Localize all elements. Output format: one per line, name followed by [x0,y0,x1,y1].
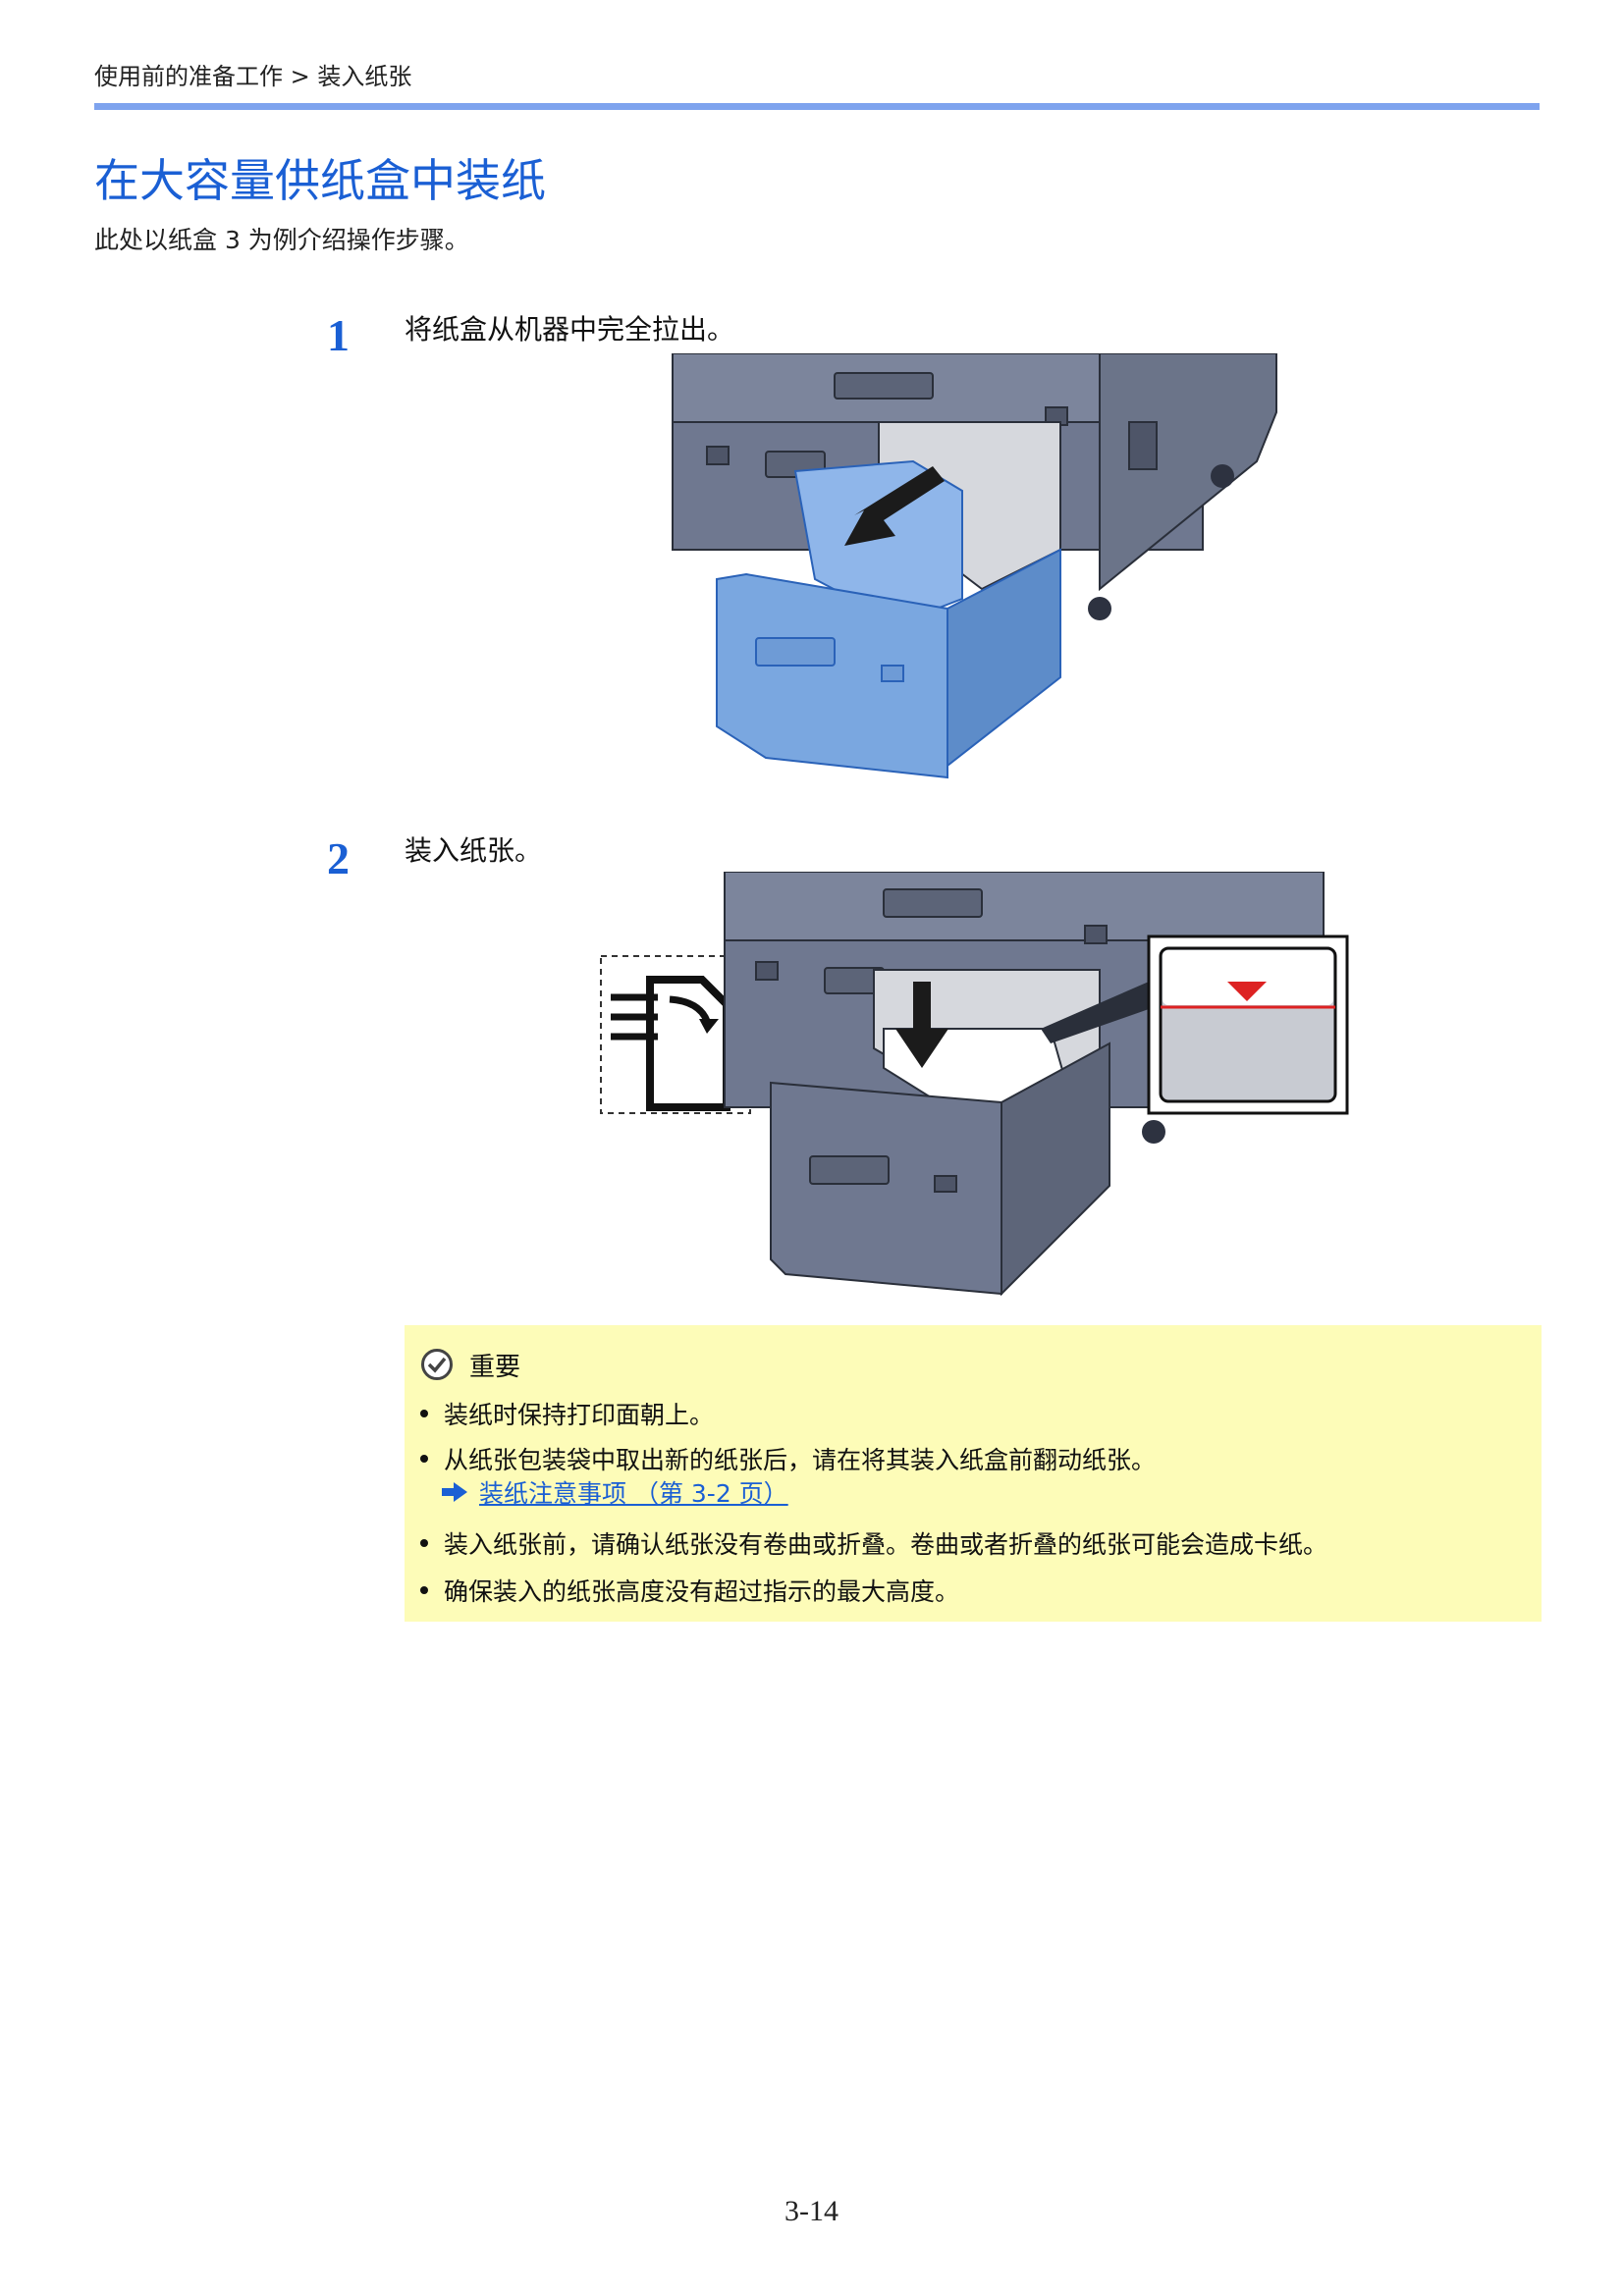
down-arrow-icon [895,982,948,1068]
step-1-illustration [672,353,1277,779]
bullet-text: 装入纸张前，请确认纸张没有卷曲或折叠。卷曲或者折叠的纸张可能会造成卡纸。 [444,1530,1328,1559]
step-1-text: 将纸盒从机器中完全拉出。 [405,313,735,346]
bullet-text: 装纸时保持打印面朝上。 [444,1401,715,1429]
header-rule [94,103,1540,110]
important-bullet: 装入纸张前，请确认纸张没有卷曲或折叠。卷曲或者折叠的纸张可能会造成卡纸。 [420,1525,1327,1561]
bullet-dot [420,1410,428,1417]
cross-reference-text[interactable]: 装纸注意事项 （第 3-2 页） [479,1479,788,1508]
step-1-number: 1 [327,310,350,360]
important-heading: 重要 [420,1347,520,1382]
important-heading-text: 重要 [469,1352,521,1382]
page-number: 3-14 [784,2195,839,2227]
check-circle-icon [421,1349,453,1380]
bullet-dot [420,1455,428,1463]
important-bullet: 装纸时保持打印面朝上。 [420,1396,714,1431]
important-bullet: 确保装入的纸张高度没有超过指示的最大高度。 [420,1573,959,1608]
bullet-dot [420,1539,428,1547]
important-note: 重要 装纸时保持打印面朝上。 从纸张包装袋中取出新的纸张后，请在将其装入纸盒前翻… [405,1325,1542,1622]
step-2-text: 装入纸张。 [405,834,543,867]
breadcrumb: 使用前的准备工作 > 装入纸张 [94,63,412,90]
important-bullet: 从纸张包装袋中取出新的纸张后，请在将其装入纸盒前翻动纸张。 [420,1441,1156,1476]
arrow-right-icon [442,1482,467,1502]
page-title: 在大容量供纸盒中装纸 [94,154,546,207]
step-2-illustration [600,872,1349,1297]
step-2-number: 2 [327,833,350,883]
cross-reference-link[interactable]: 装纸注意事项 （第 3-2 页） [440,1474,788,1510]
intro-text: 此处以纸盒 3 为例介绍操作步骤。 [94,226,469,254]
bullet-text: 确保装入的纸张高度没有超过指示的最大高度。 [444,1577,960,1606]
bullet-text: 从纸张包装袋中取出新的纸张后，请在将其装入纸盒前翻动纸张。 [444,1446,1157,1474]
bullet-dot [420,1586,428,1594]
